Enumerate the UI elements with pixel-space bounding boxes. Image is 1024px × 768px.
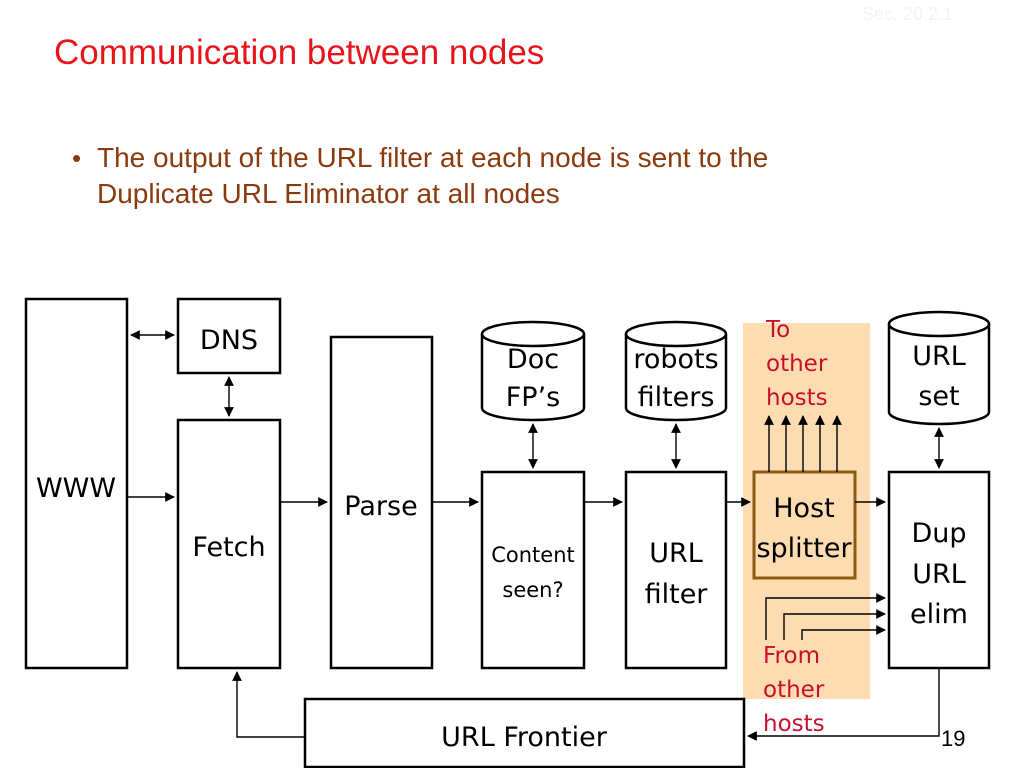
url-filter-box [624,470,728,670]
from-other-hosts-label-line-2: other [763,677,825,703]
page-number: 19 [941,726,966,751]
url-set-label-line-1: URL [912,341,966,372]
doc-fps-store: Doc FP’s [480,320,586,422]
bullet-point: • The output of the URL filter at each n… [72,140,972,212]
dup-url-elim-label-line-1: Dup [911,518,966,549]
dup-url-elim-label-line-3: elim [910,599,968,630]
host-splitter-label-line-2: splitter [756,533,852,564]
dns-label: DNS [200,325,258,356]
fetch-label: Fetch [192,532,265,563]
url-filter-label-line-1: URL [649,538,703,569]
robots-filters-label-line-1: robots [633,344,718,375]
to-other-hosts-label-line-1: To [765,317,790,343]
slide-title: Communication between nodes [54,33,545,72]
content-seen-box [480,470,586,670]
robots-filters-store: robots filters [624,320,728,422]
doc-fps-label-line-1: Doc [507,344,559,375]
content-seen-label-line-1: Content [491,543,575,567]
arrow-frontier-fetch [232,671,305,738]
url-frontier-box [303,697,746,768]
url-set-label-line-2: set [918,381,959,412]
from-other-hosts-label-line-3: hosts [763,711,825,737]
parse-label: Parse [344,491,417,522]
to-other-hosts-label-line-3: hosts [766,385,828,411]
to-other-hosts-label-line-2: other [766,351,828,377]
url-set-store: URL set [887,310,991,426]
dup-url-elim-label-line-2: URL [912,559,966,590]
bullet-symbol: • [72,143,82,173]
host-splitter-box [752,470,857,580]
url-frontier-label: URL Frontier [441,722,608,753]
from-other-hosts-label-line-1: From [763,643,820,669]
arrow-from-other-host-1 [765,593,886,640]
dup-url-elim-box [887,470,991,670]
arrow-from-other-host-2 [783,609,886,640]
dns-box [176,297,282,375]
host-splitter-label-line-1: Host [773,493,834,524]
url-filter-label-line-2: filter [645,579,709,610]
doc-fps-label-line-2: FP’s [506,382,560,413]
www-box [24,297,129,670]
arrow-dup-url-elim-frontier [747,668,940,741]
bullet-text-line-1: The output of the URL filter at each nod… [97,142,769,173]
content-seen-label-line-2: seen? [502,578,563,602]
section-reference: Sec. 20.2.1 [862,4,954,24]
robots-filters-label-line-2: filters [638,382,715,413]
fetch-box [176,418,282,670]
arrow-from-other-host-3 [801,625,886,640]
bullet-text-line-2: Duplicate URL Eliminator at all nodes [97,178,560,209]
www-label: WWW [36,473,116,504]
